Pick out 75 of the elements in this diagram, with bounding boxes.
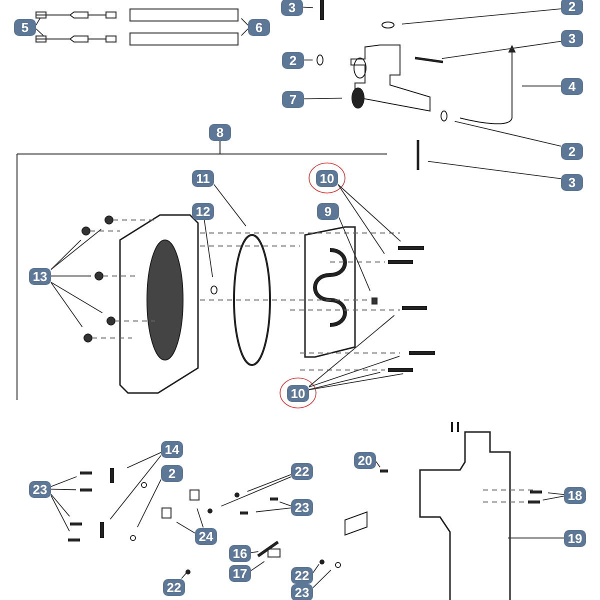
callout-number: 19 <box>564 530 586 546</box>
callout-number: 16 <box>229 544 251 562</box>
callout-number: 2 <box>282 52 304 68</box>
callout-number: 7 <box>282 90 304 108</box>
callout-number: 4 <box>561 78 583 94</box>
callout-number: 3 <box>561 174 583 190</box>
leader-line <box>50 476 78 488</box>
callout-number: 3 <box>281 0 303 16</box>
leader-line <box>36 28 44 36</box>
leader-line <box>255 507 292 512</box>
leader-line <box>50 282 103 314</box>
leader-line <box>110 455 162 520</box>
leader-line <box>338 184 402 242</box>
leader-line <box>214 184 246 227</box>
leader-line <box>376 461 380 468</box>
leader-line <box>204 219 214 278</box>
leader-line <box>279 502 292 506</box>
callout-number: 2 <box>561 0 583 14</box>
callout-number: 2 <box>561 142 583 160</box>
callout-number: 22 <box>163 578 185 596</box>
leader-line <box>302 6 314 8</box>
callout-number: 10 <box>316 170 338 186</box>
leader-line <box>308 314 395 387</box>
leader-line <box>312 564 320 574</box>
callout-number: 2 <box>161 464 183 482</box>
callout-number: 23 <box>29 480 51 498</box>
callout-number: 22 <box>291 462 313 480</box>
leader-line <box>542 496 564 501</box>
leader-line <box>250 561 265 572</box>
callout-number: 12 <box>192 202 214 220</box>
leader-line <box>220 476 292 507</box>
callout-number: 22 <box>291 566 313 584</box>
leader-line <box>441 40 562 60</box>
leader-line <box>50 495 70 532</box>
leader-line <box>250 551 259 554</box>
leader-line <box>50 240 82 270</box>
leader-line <box>126 452 162 468</box>
leader-line <box>36 18 40 26</box>
leader-line <box>312 570 332 588</box>
leader-line <box>308 356 400 388</box>
callout-number: 8 <box>209 124 231 140</box>
leader-line <box>50 488 76 490</box>
callout-number: 5 <box>14 18 36 36</box>
leader-line <box>176 522 196 534</box>
callout-number: 6 <box>248 18 270 36</box>
leader-line <box>548 492 564 495</box>
leader-line <box>181 572 187 579</box>
callout-number: 3 <box>561 30 583 46</box>
callout-number: 18 <box>564 486 586 504</box>
callout-number: 17 <box>229 564 251 582</box>
leader-line <box>50 282 83 328</box>
leader-line <box>454 120 562 147</box>
callout-number: 20 <box>354 452 376 468</box>
callout-number: 24 <box>195 528 217 544</box>
leader-line <box>304 98 342 100</box>
callout-number: 23 <box>291 498 313 516</box>
leader-line <box>308 373 404 390</box>
leader-line <box>50 494 70 517</box>
leader-line <box>137 479 162 528</box>
callout-number: 23 <box>291 584 313 600</box>
leader-line <box>246 474 292 492</box>
leader-line <box>50 228 102 270</box>
leader-line <box>196 508 204 528</box>
callout-number: 11 <box>192 170 214 186</box>
leader-line <box>427 160 562 180</box>
leader-line <box>402 8 562 24</box>
callout-number: 10 <box>287 384 309 402</box>
leader-line <box>308 372 381 390</box>
leader-line <box>240 18 248 26</box>
callout-number: 14 <box>161 440 183 458</box>
leader-line <box>338 217 371 292</box>
leader-line <box>338 184 385 254</box>
leader-line <box>240 28 248 36</box>
callout-number: 9 <box>317 202 339 220</box>
callout-number: 13 <box>29 268 51 284</box>
